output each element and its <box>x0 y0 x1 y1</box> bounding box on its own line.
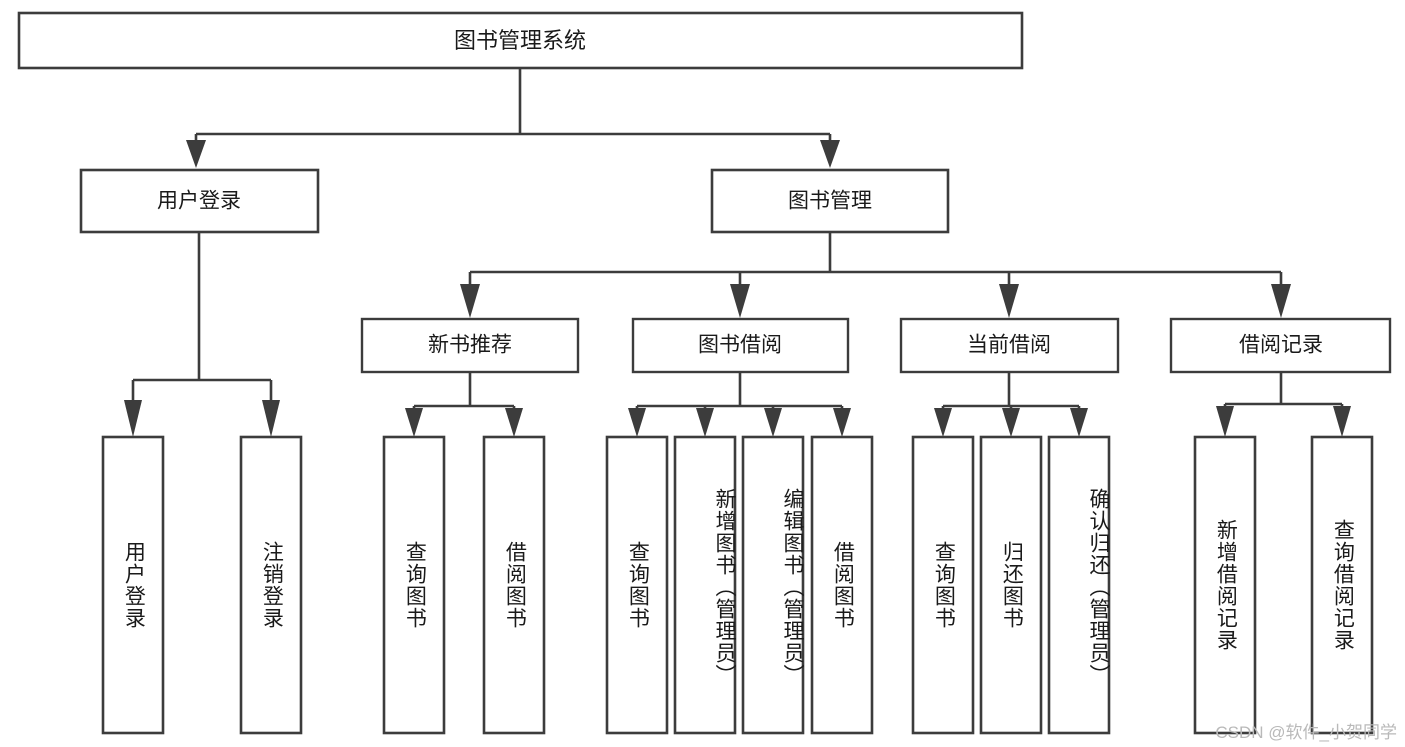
node-current-borrow[interactable]: 当前借阅 <box>899 317 1120 374</box>
node-root-box <box>17 11 1024 70</box>
node-borrow-record-box <box>1169 317 1392 374</box>
node-root[interactable]: 图书管理系统 <box>17 11 1024 70</box>
arrow-borrowrec-leaf1 <box>1216 406 1234 437</box>
leaf-box-book-borrow-1[interactable] <box>605 435 669 735</box>
arrow-user-leaf2 <box>262 400 280 437</box>
leaf-box-borrow-record-1[interactable] <box>1193 435 1257 735</box>
node-book-manage-box <box>710 168 950 234</box>
arrow-book-l3-2 <box>730 284 750 318</box>
node-new-book-rec[interactable]: 新书推荐 <box>360 317 580 374</box>
arrow-book-l3-3 <box>999 284 1019 318</box>
leaf-box-book-borrow-3[interactable] <box>741 435 805 735</box>
node-new-book-rec-box <box>360 317 580 374</box>
node-user-login-label: 用户登录 <box>157 190 241 213</box>
arrow-bookborrow-leaf2 <box>696 408 714 437</box>
node-book-borrow-label: 图书借阅 <box>698 334 782 357</box>
arrow-book-l3-1 <box>460 284 480 318</box>
csdn-watermark: CSDN @软件_小贺同学 <box>1215 723 1397 742</box>
node-borrow-record[interactable]: 借阅记录 <box>1169 317 1392 374</box>
node-borrow-record-label: 借阅记录 <box>1239 334 1323 357</box>
arrow-user-leaf1 <box>124 400 142 437</box>
leaf-box-user-login-2[interactable] <box>239 435 303 735</box>
node-book-manage-label: 图书管理 <box>788 190 872 213</box>
node-root-label: 图书管理系统 <box>454 28 586 53</box>
node-book-borrow-box <box>631 317 850 374</box>
node-current-borrow-box <box>899 317 1120 374</box>
arrow-bookborrow-leaf3 <box>764 408 782 437</box>
arrow-borrowrec-leaf2 <box>1333 406 1351 437</box>
leaf-box-user-login-1[interactable] <box>101 435 165 735</box>
arrow-bookborrow-leaf4 <box>833 408 851 437</box>
arrow-newbook-leaf1 <box>405 408 423 437</box>
arrow-newbook-leaf2 <box>505 408 523 437</box>
node-user-login[interactable]: 用户登录 <box>79 168 320 234</box>
arrow-curborrow-leaf3 <box>1070 408 1088 437</box>
leaf-box-current-borrow-1[interactable] <box>911 435 975 735</box>
arrow-curborrow-leaf1 <box>934 408 952 437</box>
leaf-box-current-borrow-3[interactable] <box>1047 435 1111 735</box>
leaf-box-current-borrow-2[interactable] <box>979 435 1043 735</box>
leaf-box-book-borrow-4[interactable] <box>810 435 874 735</box>
node-current-borrow-label: 当前借阅 <box>967 334 1051 357</box>
arrow-curborrow-leaf2 <box>1002 408 1020 437</box>
arrow-root-to-book <box>820 140 840 168</box>
leaf-box-new-book-2[interactable] <box>482 435 546 735</box>
arrow-bookborrow-leaf1 <box>628 408 646 437</box>
node-book-borrow[interactable]: 图书借阅 <box>631 317 850 374</box>
node-book-manage[interactable]: 图书管理 <box>710 168 950 234</box>
leaf-box-new-book-1[interactable] <box>382 435 446 735</box>
leaf-box-borrow-record-2[interactable] <box>1310 435 1374 735</box>
leaf-box-book-borrow-2[interactable] <box>673 435 737 735</box>
arrow-book-l3-4 <box>1271 284 1291 318</box>
node-new-book-rec-label: 新书推荐 <box>428 334 512 357</box>
arrow-root-to-user <box>186 140 206 168</box>
